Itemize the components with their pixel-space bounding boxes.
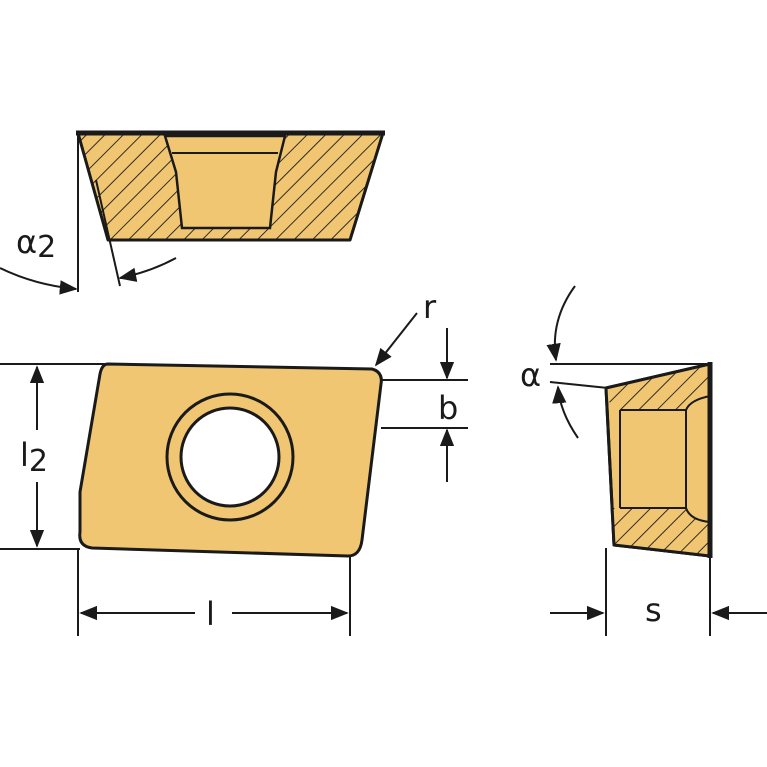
alpha2-arc-right bbox=[118, 257, 177, 282]
r-label: r bbox=[423, 288, 437, 326]
l2-label: l2 bbox=[20, 436, 48, 479]
alpha-extension-line bbox=[549, 381, 609, 389]
b-label: b bbox=[438, 389, 458, 427]
side-section-view: α s bbox=[520, 285, 767, 636]
alpha2-extension-line bbox=[95, 179, 121, 287]
r-leader bbox=[374, 312, 418, 367]
top-section-hole bbox=[163, 134, 287, 230]
hole-inner bbox=[179, 406, 281, 508]
top-section-view: α2 bbox=[0, 130, 385, 295]
alpha2-arc-left bbox=[0, 267, 78, 295]
front-view: r b l2 l bbox=[0, 288, 468, 636]
l-label: l bbox=[206, 595, 215, 633]
s-label: s bbox=[645, 591, 662, 629]
alpha-arc-top bbox=[546, 285, 576, 362]
alpha-arc-bottom bbox=[552, 385, 579, 439]
alpha-label: α bbox=[520, 356, 541, 394]
alpha2-label: α2 bbox=[16, 223, 56, 265]
